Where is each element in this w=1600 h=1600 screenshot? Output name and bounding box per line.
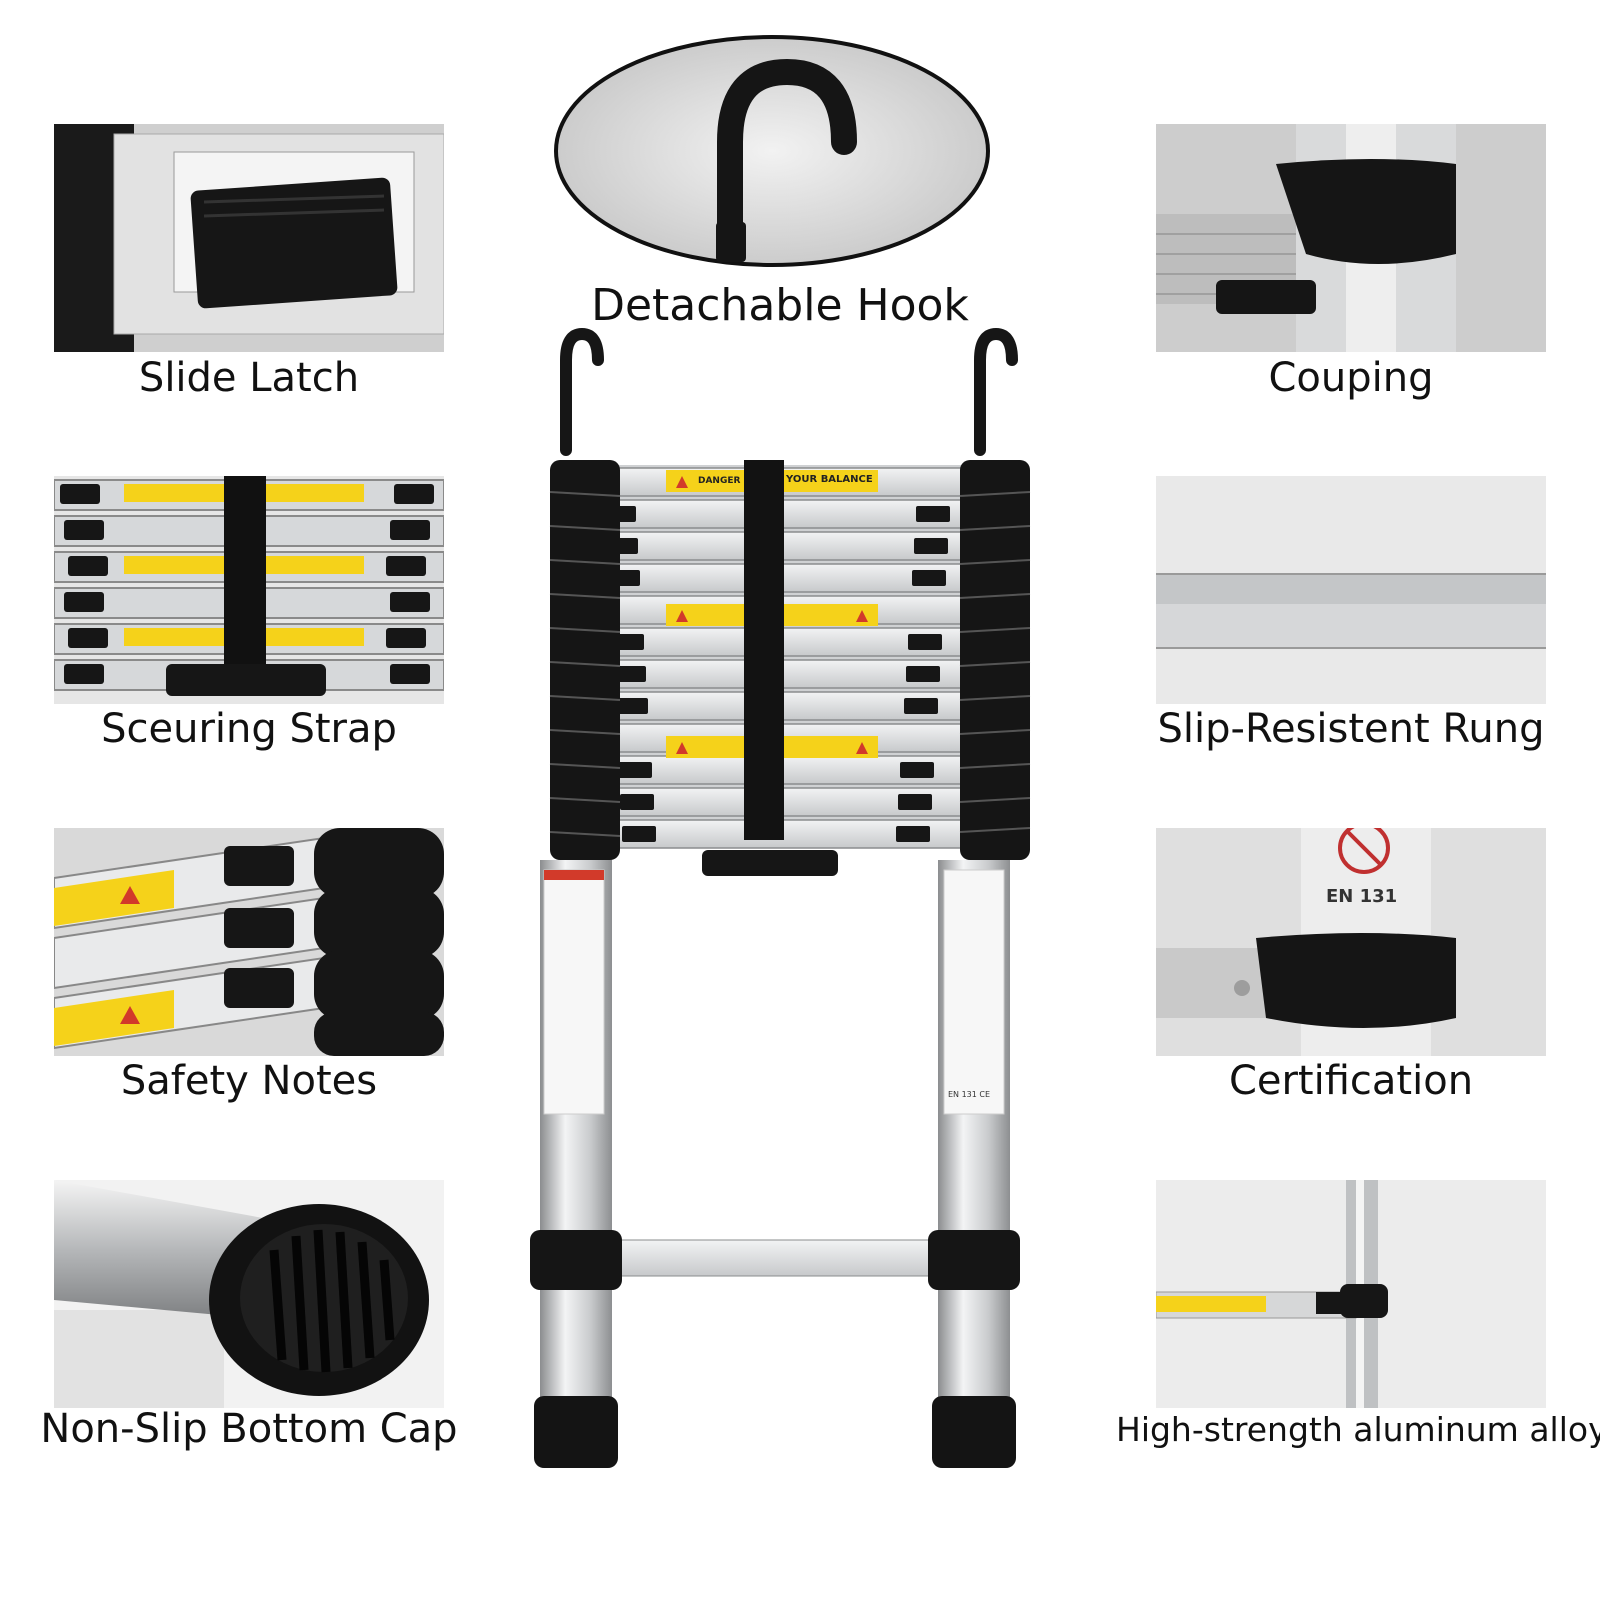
certification-label: Certification [1228, 1058, 1474, 1104]
pole-cert-text: EN 131 CE [948, 1090, 991, 1099]
left-hook-icon [560, 327, 604, 456]
couping-image [1156, 124, 1546, 352]
balance-label-text: YOUR BALANCE [786, 474, 873, 485]
slide-latch-image [54, 124, 444, 352]
bottom-cap-icon [209, 1204, 429, 1396]
bottom-cap-image [54, 1180, 444, 1408]
rung-image [1156, 476, 1546, 704]
alloy-image [1156, 1180, 1546, 1408]
detachable-hook-oval [552, 32, 992, 270]
danger-label-text: DANGER [698, 476, 741, 486]
couping-label: Couping [1268, 355, 1434, 401]
cert-code-text: EN 131 [1326, 886, 1398, 907]
certification-image: EN 131 [1156, 828, 1546, 1056]
securing-strap-label: Sceuring Strap [101, 706, 397, 752]
telescopic-ladder: DANGER YOUR BALANCE EN 131 CE [530, 320, 1050, 1540]
detachable-hook-label: Detachable Hook [591, 280, 969, 331]
hook-icon [716, 58, 857, 262]
slide-latch-label: Slide Latch [138, 355, 360, 401]
rung-label: Slip-Resistent Rung [1157, 706, 1545, 752]
right-hook-icon [974, 327, 1018, 456]
safety-notes-label: Safety Notes [120, 1058, 378, 1104]
bottom-cap-label: Non-Slip Bottom Cap [40, 1406, 458, 1452]
safety-notes-image [54, 828, 444, 1056]
securing-strap-image [54, 476, 444, 704]
warning-sign-icon [1338, 828, 1390, 874]
alloy-label: High-strength aluminum alloy [1116, 1410, 1600, 1449]
